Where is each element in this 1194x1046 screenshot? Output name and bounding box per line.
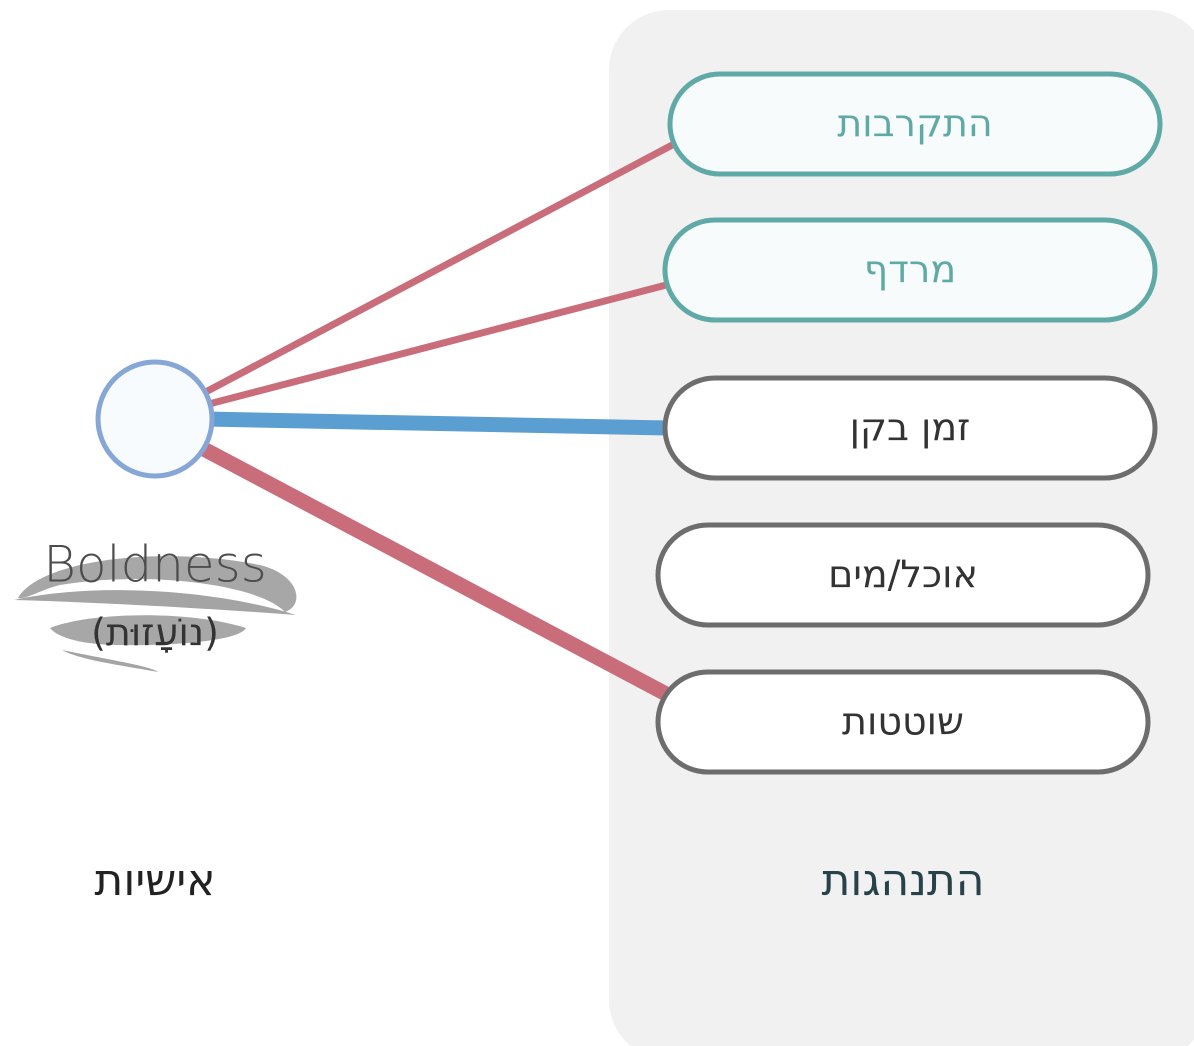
behavior-pill[interactable] [662, 375, 1158, 481]
behavior-label: אוכל/מים [828, 553, 978, 597]
link-to-approach [196, 139, 680, 399]
link-to-nest-time [204, 411, 669, 436]
personality-label: אישיות [94, 855, 215, 906]
behavior-label: שוטטות [842, 700, 964, 744]
behavior-item-food-water[interactable]: אוכל/מים [655, 522, 1151, 628]
behavior-pill[interactable] [667, 71, 1163, 177]
behavior-label: מרדף [864, 248, 956, 292]
behavior-item-chase[interactable]: מרדף [662, 217, 1158, 323]
behavior-pill[interactable] [655, 669, 1151, 775]
trait-name: Boldness [43, 536, 267, 594]
trait-node[interactable] [95, 359, 215, 479]
behavior-pill[interactable] [662, 217, 1158, 323]
trait-subtitle: (נוֹעָזוּת) [91, 611, 219, 655]
behavior-item-approach[interactable]: התקרבות [667, 71, 1163, 177]
brush-stroke-decoration [14, 556, 297, 672]
links [196, 139, 680, 702]
behavior-label: התקרבות [837, 102, 993, 146]
link-to-chase [201, 280, 674, 409]
behavior-item-nest-time[interactable]: זמן בקן [662, 375, 1158, 481]
behavior-label-heading: התנהגות [821, 855, 984, 906]
behavior-item-wandering[interactable]: שוטטות [655, 669, 1151, 775]
link-to-wandering [196, 440, 672, 702]
behavior-pill[interactable] [655, 522, 1151, 628]
behavior-label: זמן בקן [850, 406, 971, 450]
